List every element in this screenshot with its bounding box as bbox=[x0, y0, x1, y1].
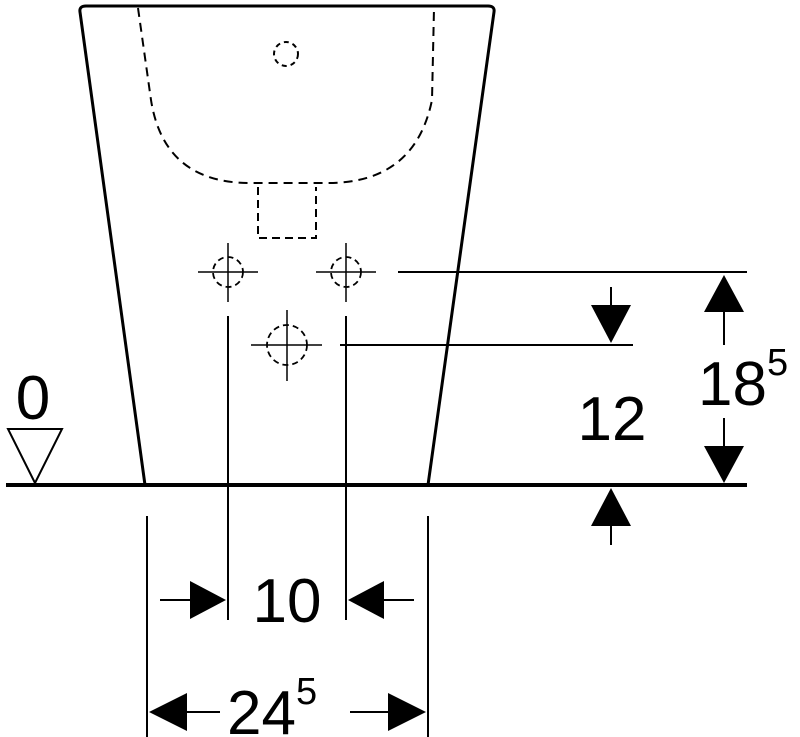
dimension-10-label: 10 bbox=[253, 567, 322, 636]
floor-level-marker-icon bbox=[6, 428, 64, 486]
left-supply-connection-icon bbox=[198, 243, 258, 302]
dimension-18-5-label: 185 bbox=[698, 342, 788, 419]
dimension-12-label: 12 bbox=[578, 385, 647, 454]
dimension-12-arrows bbox=[591, 287, 631, 545]
floor-level-label: 0 bbox=[16, 364, 50, 433]
drain-connection-icon bbox=[251, 310, 322, 381]
right-supply-connection-icon bbox=[316, 243, 376, 302]
dimension-18-5-line bbox=[704, 275, 744, 483]
bidet-body-outline bbox=[78, 4, 496, 486]
dimension-10-arrows bbox=[160, 581, 414, 619]
bowl-hidden-outline bbox=[137, 7, 435, 184]
dimension-24-5-arrows bbox=[149, 693, 426, 731]
dimension-24-5-label: 245 bbox=[227, 671, 317, 737]
overflow-hole-icon bbox=[273, 41, 299, 67]
outlet-hidden-outline bbox=[257, 187, 317, 239]
